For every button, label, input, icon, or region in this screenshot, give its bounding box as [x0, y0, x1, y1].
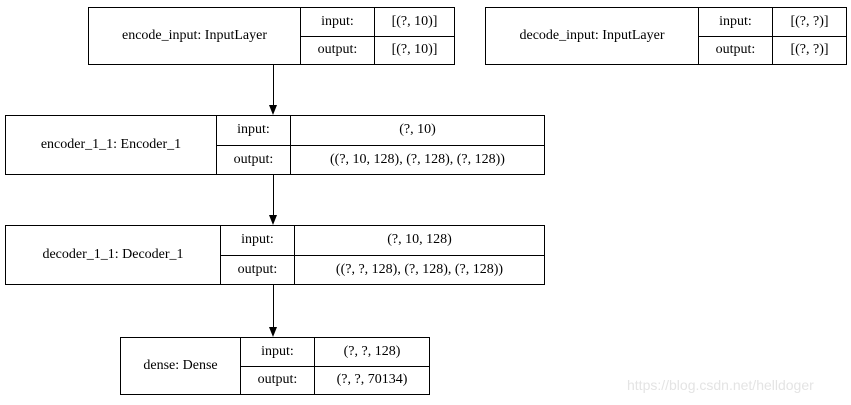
output-shape: ((?, 10, 128), (?, 128), (?, 128)) — [330, 151, 505, 167]
node-title: dense: Dense — [121, 338, 241, 394]
node-dense: dense: Dense input: (?, ?, 128) output: … — [120, 337, 430, 395]
edge-encode-input-to-encoder — [269, 65, 278, 115]
node-title: encoder_1_1: Encoder_1 — [6, 116, 217, 174]
input-row: input: (?, 10) — [217, 116, 544, 145]
output-key: output: — [241, 366, 315, 394]
node-title: decoder_1_1: Decoder_1 — [6, 226, 221, 284]
input-key: input: — [301, 8, 375, 36]
edge-line — [273, 175, 274, 216]
output-row: output: ((?, 10, 128), (?, 128), (?, 128… — [217, 144, 544, 174]
input-key: input: — [221, 226, 295, 255]
output-key: output: — [217, 145, 291, 174]
output-row: output: [(?, 10)] — [301, 35, 454, 64]
arrowhead-icon — [269, 327, 277, 337]
output-shape: ((?, ?, 128), (?, 128), (?, 128)) — [335, 261, 504, 277]
input-shape: [(?, ?)] — [790, 13, 829, 29]
output-key: output: — [221, 255, 295, 284]
input-key: input: — [217, 116, 291, 145]
output-shape: (?, ?, 70134) — [336, 372, 408, 388]
node-decode-input: decode_input: InputLayer input: [(?, ?)]… — [485, 7, 847, 65]
edge-encoder-to-decoder — [269, 175, 278, 225]
watermark-text: https://blog.csdn.net/helldoger — [627, 377, 814, 393]
arrowhead-icon — [269, 105, 277, 115]
edge-line — [273, 65, 274, 106]
input-row: input: [(?, ?)] — [699, 8, 846, 36]
node-decoder-1-1: decoder_1_1: Decoder_1 input: (?, 10, 12… — [5, 225, 545, 285]
input-row: input: (?, 10, 128) — [221, 226, 544, 255]
output-row: output: ((?, ?, 128), (?, 128), (?, 128)… — [221, 254, 544, 284]
input-row: input: [(?, 10)] — [301, 8, 454, 36]
input-row: input: (?, ?, 128) — [241, 338, 429, 366]
input-key: input: — [699, 8, 773, 36]
node-title: decode_input: InputLayer — [486, 8, 699, 64]
edge-line — [273, 285, 274, 328]
output-shape: [(?, ?)] — [790, 42, 829, 58]
output-shape: [(?, 10)] — [391, 42, 438, 58]
arrowhead-icon — [269, 215, 277, 225]
edge-decoder-to-dense — [269, 285, 278, 337]
input-shape: (?, 10, 128) — [387, 232, 452, 248]
node-title: encode_input: InputLayer — [89, 8, 301, 64]
output-key: output: — [301, 36, 375, 64]
output-row: output: (?, ?, 70134) — [241, 365, 429, 394]
input-shape: [(?, 10)] — [391, 13, 438, 29]
node-encoder-1-1: encoder_1_1: Encoder_1 input: (?, 10) ou… — [5, 115, 545, 175]
output-key: output: — [699, 36, 773, 64]
input-shape: (?, 10) — [399, 122, 436, 138]
input-shape: (?, ?, 128) — [343, 343, 401, 359]
output-row: output: [(?, ?)] — [699, 35, 846, 64]
input-key: input: — [241, 338, 315, 366]
node-encode-input: encode_input: InputLayer input: [(?, 10)… — [88, 7, 455, 65]
